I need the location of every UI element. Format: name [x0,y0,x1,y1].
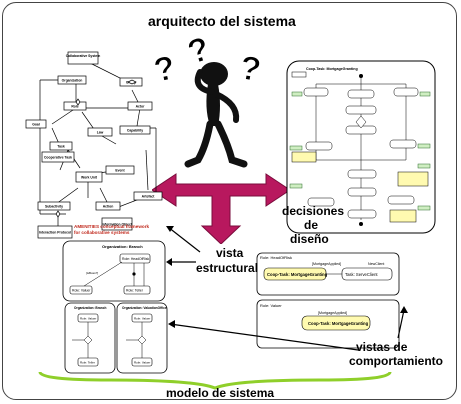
thinking-person-figure: ? ? ? [152,29,264,168]
svg-text:Subactivity: Subactivity [45,205,63,209]
design-decisions-label-3: diseño [290,232,329,246]
structural-view-label-2: estructural [196,261,259,275]
organization-diagram: Organization: Branch Role: HeadOfRisk Ro… [62,240,166,302]
svg-text:Role: Teller: Role: Teller [126,289,144,293]
svg-text:Goal: Goal [32,123,40,127]
svg-text:Work Unit: Work Unit [81,176,98,180]
svg-text:Role: Valuer: Role: Valuer [260,303,282,308]
figure-head [200,62,228,86]
svg-text:Organization: Branch: Organization: Branch [74,306,106,310]
three-way-arrow [152,173,290,244]
structural-view-label-1: vista [216,246,244,260]
lower-organization-diagrams: Organization: Branch Organization: Valua… [64,302,168,374]
svg-text:Role: HeadOfRisk: Role: HeadOfRisk [122,257,149,261]
system-model-label: modelo de sistema [166,386,275,400]
metamodel-diagram: Collaborative System Organization Group … [25,51,163,239]
svg-text:Role: Valuer: Role: Valuer [72,289,91,293]
framework-caption-line1: AMENITIES conceptual framework [74,224,150,229]
arrow-shape [152,173,290,244]
slide-frame [2,2,457,400]
svg-text:[MortgageApplied]: [MortgageApplied] [312,262,341,266]
svg-text:Coop-Task: MortgageGranting: Coop-Task: MortgageGranting [308,321,369,326]
svg-text:Capability: Capability [127,129,143,133]
svg-text:Organization: Organization [62,79,83,83]
design-decisions-label-1: decisiones [282,204,345,218]
svg-text:Law: Law [97,131,104,135]
svg-text:Task: ServeClient: Task: ServeClient [345,272,378,277]
svg-text:Task: Task [57,145,65,149]
svg-text:Role: HeadOfRisk: Role: HeadOfRisk [260,255,292,260]
behavior-views-label-2: comportamiento [349,354,444,368]
slide-title: arquitecto del sistema [148,13,296,29]
design-decisions-label-2: de [304,218,319,232]
svg-text:Information Object: Information Object [102,223,133,227]
behavior-views-label-1: vistas de [356,340,408,354]
svg-text:Artefact: Artefact [142,195,156,199]
question-mark-icon: ? [237,49,264,90]
svg-text:Role: Valuer: Role: Valuer [80,317,96,321]
svg-text:Role: Valuer: Role: Valuer [134,317,150,321]
svg-text:Action: Action [103,205,114,209]
svg-text:Role: Valuer: Role: Valuer [134,361,150,365]
svg-text:Collaborative System: Collaborative System [66,54,100,58]
svg-text:[isBoss?]: [isBoss?] [86,271,98,275]
svg-text:[MortgageApplied]: [MortgageApplied] [318,311,347,315]
svg-text:Interaction Protocol: Interaction Protocol [39,231,71,235]
svg-text:Coop-Task: MortgageGranting: Coop-Task: MortgageGranting [267,272,328,277]
svg-text:Organization: Branch: Organization: Branch [102,244,143,249]
svg-text:Cooperative Task: Cooperative Task [44,156,72,160]
workflow-diagram: Coop-Task: MortgageGranting [286,60,436,234]
svg-text:Role: Teller: Role: Teller [80,361,95,365]
svg-text:Organization: ValuationOffice: Organization: ValuationOffice [122,306,167,310]
svg-text:NewClient: NewClient [368,262,384,266]
svg-text:Coop-Task: MortgageGranting: Coop-Task: MortgageGranting [306,67,358,71]
svg-text:Actor: Actor [136,105,146,109]
svg-text:Role: Role [71,105,78,109]
framework-caption-line2: for collaborative systems [74,230,130,235]
behavior-detail-diagram: Role: HeadOfRisk [MortgageApplied] NewCl… [256,252,400,349]
svg-text:Event: Event [115,169,125,173]
